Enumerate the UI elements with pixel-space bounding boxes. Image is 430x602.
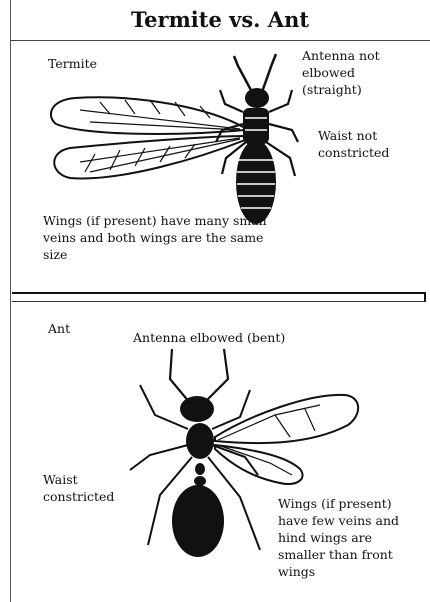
termite-antenna-note: Antenna not elbowed (straight) bbox=[302, 47, 412, 98]
diagram-title: Termite vs. Ant bbox=[10, 0, 430, 41]
termite-waist-note: Waist not constricted bbox=[318, 127, 418, 161]
left-border bbox=[10, 0, 11, 602]
ant-illustration bbox=[100, 345, 370, 575]
ant-label: Ant bbox=[48, 320, 70, 337]
ant-antenna-note: Antenna elbowed (bent) bbox=[133, 329, 333, 346]
section-separator bbox=[12, 292, 426, 302]
termite-illustration bbox=[40, 50, 310, 230]
